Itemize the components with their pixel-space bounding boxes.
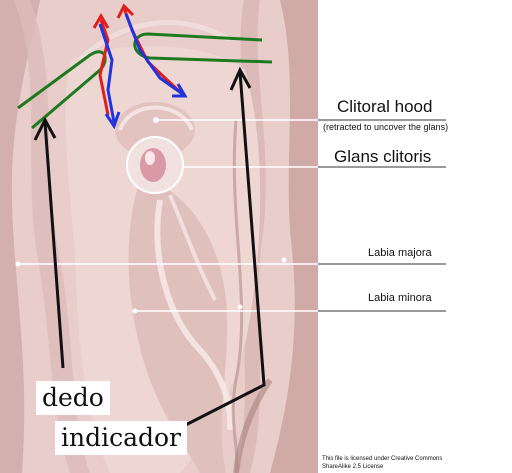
finger-outline-right — [133, 32, 273, 64]
minora-highlight — [154, 199, 234, 431]
minora-dot-2 — [237, 304, 243, 310]
labia-minora-shape — [128, 180, 228, 473]
outer-fold-right — [270, 0, 318, 473]
fold-line-right — [231, 119, 244, 473]
label-clitoral-hood: Clitoral hood — [337, 97, 433, 116]
hood-edge — [118, 105, 194, 131]
handwritten-indicador: indicador — [55, 421, 188, 455]
pointer-head-left — [33, 116, 57, 141]
motion-arrow-red-left — [98, 19, 110, 116]
pointer-head-right — [229, 66, 252, 91]
motion-arrow-blue-right — [124, 13, 185, 97]
glans-highlight — [145, 151, 155, 165]
outer-fold-left — [0, 0, 40, 473]
pointer-line-right — [167, 71, 266, 436]
motion-arrow-blue-left — [98, 23, 116, 123]
handwritten-dedo: dedo — [36, 381, 110, 415]
license-line-2: ShareAlike 2.5 License — [322, 464, 384, 470]
arrowhead-blue-right — [172, 83, 188, 98]
minora-dot — [132, 308, 138, 314]
label-labia-minora: Labia minora — [368, 292, 432, 304]
minora-highlight-2 — [168, 194, 217, 301]
label-labia-majora: Labia majora — [368, 247, 432, 259]
label-clitoral-hood-note: (retracted to uncover the glans) — [323, 122, 449, 132]
fold-line-lower — [233, 378, 273, 473]
license-line-1: This file is licensed under Creative Com… — [322, 456, 443, 462]
arrowhead-red-left — [92, 13, 110, 29]
arrowhead-blue-left — [104, 111, 121, 130]
pointer-line-left — [43, 121, 65, 369]
majora-dot — [15, 261, 21, 267]
fold-line-upper — [78, 20, 232, 62]
license-notice: This file is licensed under Creative Com… — [322, 455, 442, 471]
label-glans-clitoris: Glans clitoris — [334, 147, 432, 166]
arrowhead-red-right — [116, 3, 135, 19]
majora-dot-2 — [281, 257, 287, 263]
